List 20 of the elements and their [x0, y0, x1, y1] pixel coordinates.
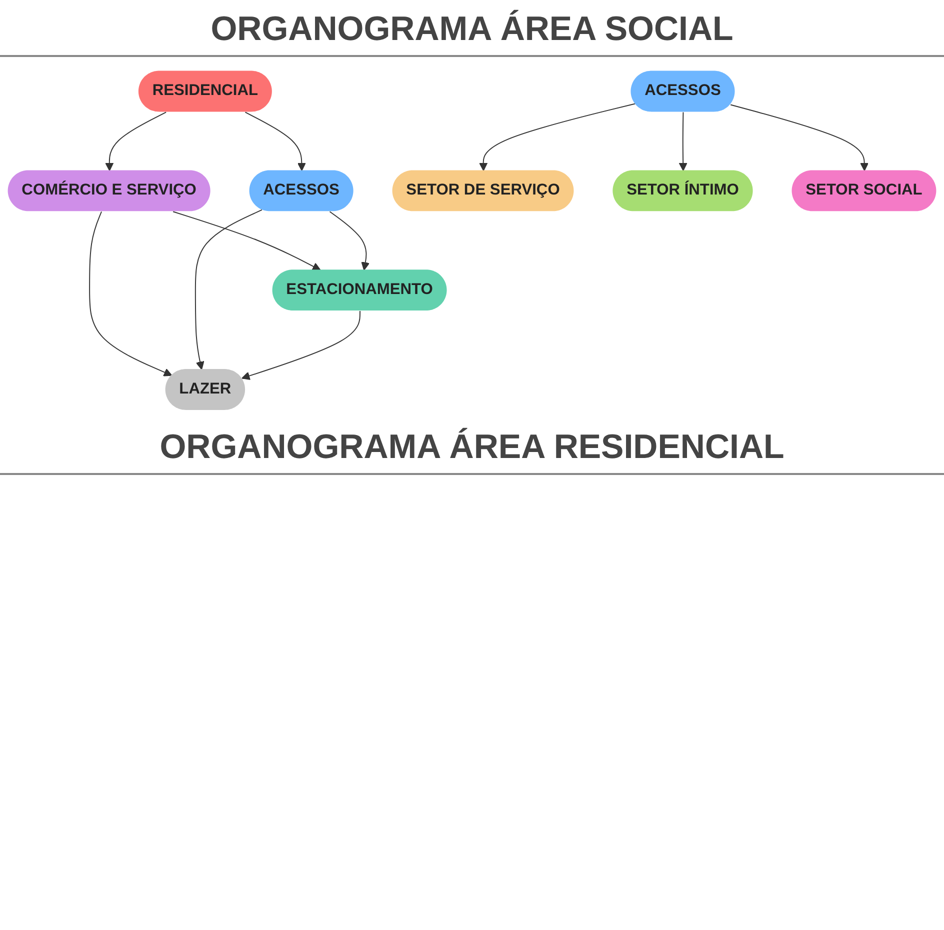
- node-box: SETOR ÍNTIMO: [612, 170, 753, 212]
- node-box: ACESSOS: [249, 170, 354, 212]
- node-box: ACESSOS: [630, 70, 735, 112]
- arrow: [730, 104, 869, 172]
- node-box: SETOR SOCIAL: [792, 170, 936, 212]
- arrow: [89, 211, 172, 376]
- arrow: [678, 112, 688, 172]
- arrow: [479, 103, 636, 172]
- arrow: [172, 211, 321, 270]
- arrow: [242, 310, 360, 380]
- section-heading: ORGANOGRAMA ÁREA RESIDENCIAL: [0, 428, 944, 475]
- arrow: [194, 209, 262, 370]
- arrow: [329, 211, 370, 270]
- diagram-title: ORGANOGRAMA ÁREA SOCIAL: [0, 10, 944, 57]
- arrow: [105, 112, 167, 172]
- node-box: ESTACIONAMENTO: [272, 270, 447, 311]
- node-box: SETOR DE SERVIÇO: [392, 170, 574, 212]
- node-box: RESIDENCIAL: [138, 70, 272, 112]
- node-box: COMÉRCIO E SERVIÇO: [8, 170, 210, 212]
- arrow: [244, 112, 306, 172]
